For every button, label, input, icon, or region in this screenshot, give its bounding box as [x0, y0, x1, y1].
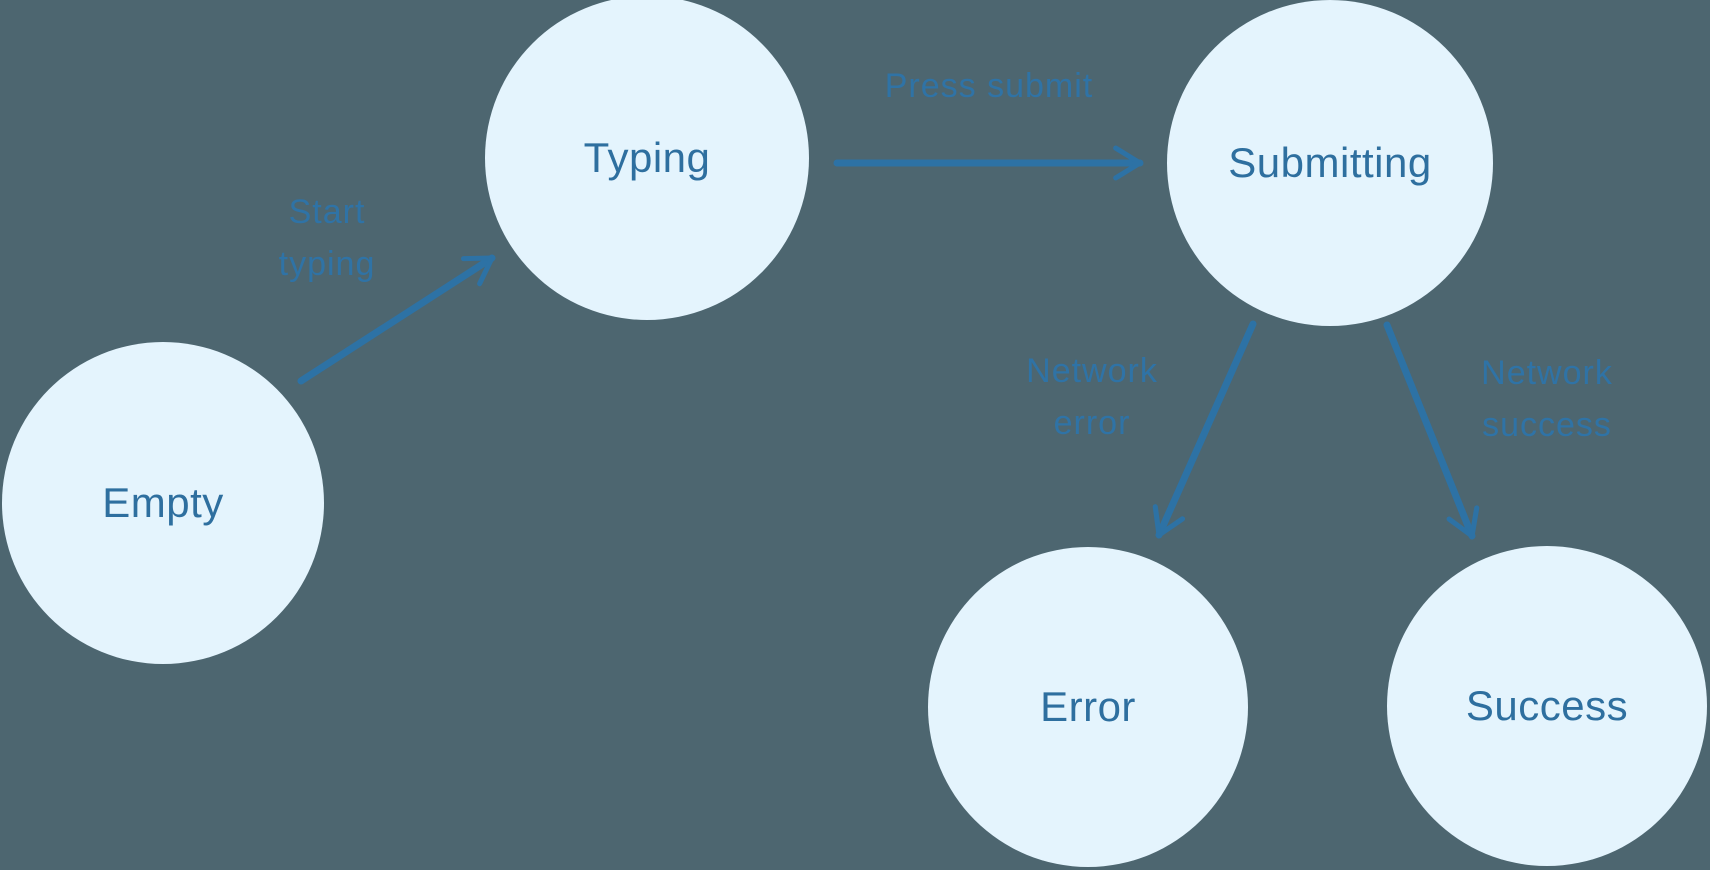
state-node-label-error: Error — [1040, 683, 1136, 730]
edge-label-start-typing: Start typing — [278, 193, 376, 283]
edge-label-press-submit: Press submit — [884, 67, 1094, 105]
state-node-empty: Empty — [2, 342, 324, 664]
state-node-submitting: Submitting — [1167, 0, 1493, 326]
edge-label-network-error: Network error — [1026, 352, 1158, 442]
state-node-label-submitting: Submitting — [1228, 139, 1432, 186]
state-node-error: Error — [928, 547, 1248, 867]
edge-label-network-success: Network success — [1481, 354, 1613, 444]
state-node-label-typing: Typing — [583, 134, 711, 181]
state-node-typing: Typing — [485, 0, 809, 320]
state-node-label-empty: Empty — [102, 479, 224, 526]
edge-arrow-submitting-to-error — [1152, 320, 1257, 539]
edge-arrow-submitting-to-success — [1383, 321, 1480, 540]
state-node-success: Success — [1387, 546, 1707, 866]
state-node-label-success: Success — [1465, 682, 1629, 729]
